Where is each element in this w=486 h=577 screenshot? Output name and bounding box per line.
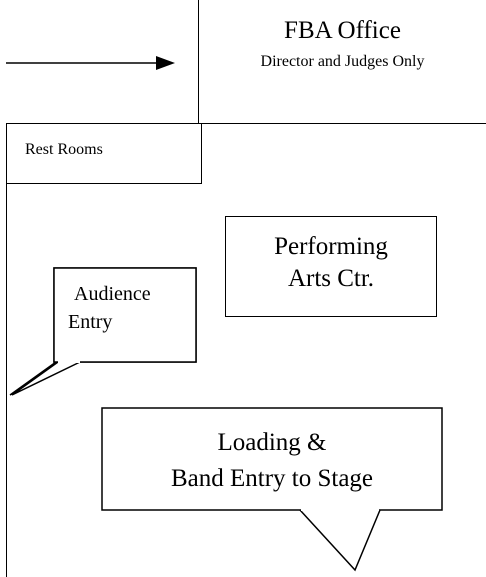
performing-arts-center-label: Performing Arts Ctr. — [226, 231, 436, 295]
loading-entry-line1: Loading & — [217, 429, 327, 456]
performing-arts-center-box: Performing Arts Ctr. — [225, 216, 437, 317]
audience-entry-line2: Entry — [68, 311, 113, 333]
fba-office-subtitle: Director and Judges Only — [260, 53, 425, 70]
fba-office-room: FBA Office Director and Judges Only — [198, 0, 486, 123]
audience-entry-tail — [11, 361, 81, 396]
audience-entry-label: Audience Entry — [56, 280, 196, 336]
loading-entry-line2: Band Entry to Stage — [170, 465, 374, 492]
fba-office-title: FBA Office — [284, 17, 401, 44]
performing-arts-line1: Performing — [274, 233, 388, 260]
rest-rooms-label: Rest Rooms — [25, 141, 103, 158]
performing-arts-line2: Arts Ctr. — [287, 265, 375, 292]
rest-rooms-room: Rest Rooms — [6, 123, 202, 184]
loading-entry-box — [101, 407, 443, 511]
audience-entry-box — [53, 267, 197, 363]
direction-arrow-icon — [6, 56, 175, 70]
audience-entry-line1: Audience — [74, 283, 151, 305]
loading-entry-label: Loading & Band Entry to Stage — [103, 425, 441, 497]
loading-entry-tail — [299, 509, 381, 572]
